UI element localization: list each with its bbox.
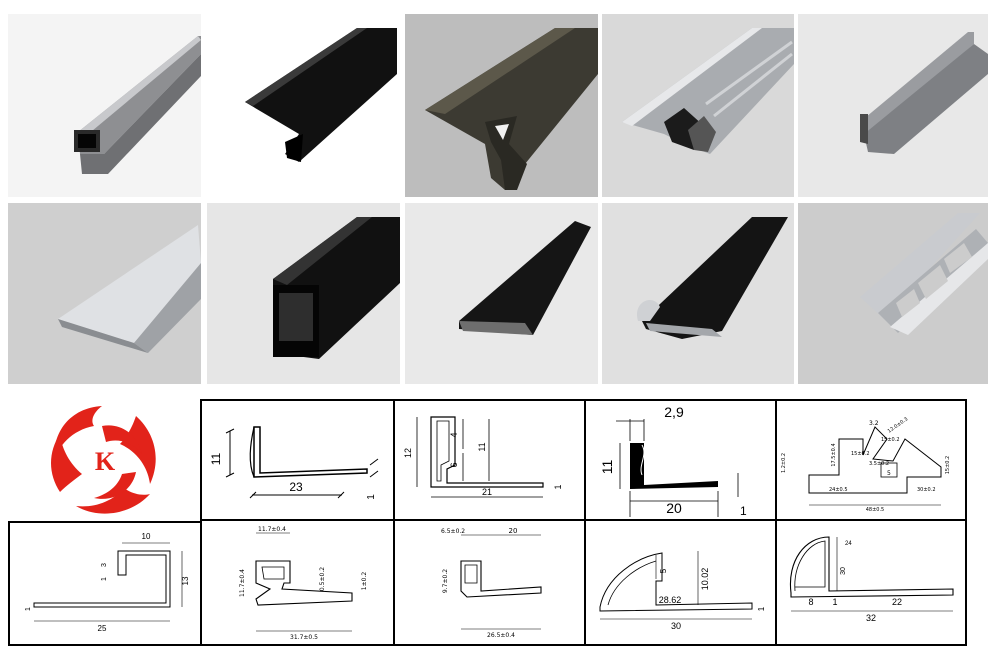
svg-text:22: 22 [892, 597, 902, 607]
svg-text:15±0.2: 15±0.2 [851, 451, 870, 457]
product-photo-2 [207, 14, 400, 197]
svg-text:1: 1 [832, 597, 837, 607]
svg-text:11: 11 [599, 460, 615, 475]
svg-text:48±0.5: 48±0.5 [866, 507, 885, 513]
svg-text:4: 4 [449, 432, 459, 437]
product-photo-7 [207, 203, 400, 384]
drawing-profile-8: 5 10.02 28.62 1 30 [586, 521, 775, 644]
svg-text:10.02: 10.02 [700, 568, 710, 591]
drawing-profile-7: 6.5±0.2 20 9.7±0.2 26.5±0.4 [395, 521, 584, 644]
svg-text:12.0±0.3: 12.0±0.3 [887, 416, 910, 434]
company-logo: K [40, 398, 170, 518]
drawing-profile-2: 12 4 6 11 21 1 [395, 401, 584, 519]
svg-text:3.2: 3.2 [869, 420, 879, 427]
svg-text:30: 30 [840, 567, 847, 575]
product-photo-5 [798, 14, 988, 197]
svg-text:23: 23 [289, 480, 303, 494]
svg-text:5: 5 [887, 470, 891, 477]
drawing-profile-9: 24 30 8 1 22 32 [777, 521, 965, 644]
product-photo-9 [602, 203, 794, 384]
drawing-profile-3: 2,9 11 20 1 [586, 401, 775, 519]
svg-text:15±0.2: 15±0.2 [881, 437, 900, 443]
drawing-profile-6: 11.7±0.4 11.7±0.4 0.5±0.2 1±0.2 31.7±0.5 [202, 521, 393, 644]
svg-text:26.5±0.4: 26.5±0.4 [487, 632, 515, 639]
svg-text:1: 1 [366, 494, 377, 500]
drawing-profile-1: 11 23 1 [202, 401, 393, 519]
svg-text:10: 10 [142, 532, 151, 541]
svg-text:1: 1 [757, 606, 766, 611]
svg-text:20: 20 [666, 500, 682, 516]
product-photo-6 [8, 203, 201, 384]
svg-text:1: 1 [25, 607, 32, 611]
svg-text:21: 21 [482, 487, 492, 497]
svg-text:1.2±0.2: 1.2±0.2 [781, 453, 787, 473]
svg-text:28.62: 28.62 [659, 595, 682, 605]
svg-text:30: 30 [671, 621, 681, 631]
svg-text:20: 20 [509, 527, 518, 535]
svg-text:8: 8 [808, 597, 813, 607]
product-photo-1 [8, 14, 201, 197]
product-photo-8 [405, 203, 598, 384]
svg-text:15±0.2: 15±0.2 [945, 456, 951, 475]
product-photo-3 [405, 14, 598, 197]
svg-text:12: 12 [403, 448, 413, 458]
svg-text:25: 25 [98, 624, 107, 633]
svg-text:6: 6 [449, 462, 459, 467]
svg-text:11: 11 [209, 452, 223, 465]
svg-text:2,9: 2,9 [664, 404, 684, 420]
svg-text:24: 24 [845, 541, 852, 547]
svg-text:9.7±0.2: 9.7±0.2 [442, 569, 449, 593]
svg-text:1: 1 [553, 484, 563, 489]
logo-swirl-icon [51, 406, 156, 514]
svg-text:17.5±0.4: 17.5±0.4 [831, 443, 837, 466]
drawing-profile-5: 10 3 1 13 1 25 [10, 523, 200, 644]
svg-text:3: 3 [101, 563, 108, 567]
svg-text:0.5±0.2: 0.5±0.2 [319, 567, 326, 591]
svg-text:11: 11 [477, 442, 487, 451]
svg-text:13: 13 [181, 576, 190, 585]
product-photo-4 [602, 14, 794, 197]
svg-text:11.7±0.4: 11.7±0.4 [258, 526, 286, 533]
svg-text:11.7±0.4: 11.7±0.4 [239, 569, 246, 597]
svg-text:3.5±0.2: 3.5±0.2 [869, 461, 889, 467]
svg-text:24±0.5: 24±0.5 [829, 487, 848, 493]
svg-text:5: 5 [659, 568, 668, 573]
product-photo-10 [798, 203, 988, 384]
svg-text:30±0.2: 30±0.2 [917, 487, 936, 493]
svg-text:6.5±0.2: 6.5±0.2 [441, 528, 465, 535]
svg-text:31.7±0.5: 31.7±0.5 [290, 634, 318, 641]
svg-text:1: 1 [101, 577, 108, 581]
svg-text:1: 1 [740, 504, 747, 518]
svg-text:1±0.2: 1±0.2 [361, 572, 368, 591]
drawing-profile-4: 3.2 1.2±0.2 15±0.2 3.5±0.2 12.0±0.3 17.5… [777, 401, 965, 519]
logo-letter: K [95, 447, 116, 476]
svg-text:32: 32 [866, 613, 876, 623]
